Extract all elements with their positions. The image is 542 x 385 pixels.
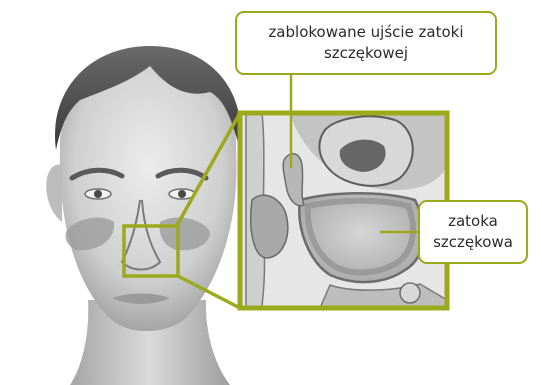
face <box>46 46 241 385</box>
ear-left <box>46 165 62 222</box>
label-maxillary-sinus-text: zatoka szczękowa <box>433 211 513 253</box>
iris-right <box>178 190 186 198</box>
anatomy-inset <box>240 113 447 308</box>
bone-detail <box>400 283 420 303</box>
label-maxillary-sinus-line1: zatoka <box>448 212 498 230</box>
label-maxillary-sinus: zatoka szczękowa <box>418 200 528 264</box>
label-blocked-ostium-text: zablokowane ujście zatoki szczękowej <box>245 22 487 64</box>
label-maxillary-sinus-line2: szczękowa <box>433 233 513 251</box>
label-blocked-ostium: zablokowane ujście zatoki szczękowej <box>235 11 497 75</box>
iris-left <box>94 190 102 198</box>
